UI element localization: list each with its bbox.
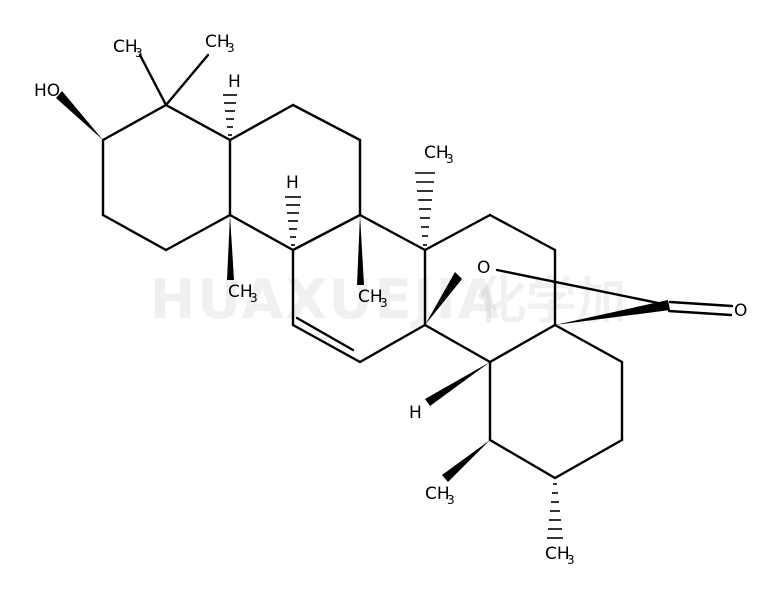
hydrogen-label: H bbox=[409, 403, 422, 423]
gem-dimethyl bbox=[138, 53, 210, 107]
ch3-wedge-ring-b bbox=[357, 215, 364, 285]
methyl-subscript: 3 bbox=[567, 553, 575, 567]
h-hash-ring-b bbox=[285, 196, 301, 246]
methyl-subscript: 3 bbox=[447, 493, 455, 507]
ring-b bbox=[228, 103, 362, 252]
stereo-bonds bbox=[56, 91, 563, 539]
methyl-subscript: 3 bbox=[250, 291, 258, 305]
ring-oxygen-label: O bbox=[477, 258, 490, 278]
methyl-subscript: 3 bbox=[446, 152, 454, 166]
methyl-subscript: 3 bbox=[135, 46, 143, 60]
ch3-wedge-ring-a bbox=[227, 215, 234, 280]
ring-d bbox=[423, 213, 557, 364]
oh-wedge bbox=[56, 91, 103, 140]
methyl-subscript: 3 bbox=[380, 296, 388, 310]
h-hash-ring-a bbox=[223, 94, 237, 136]
atom-labels: HO CH 3 CH 3 H H CH 3 CH 3 CH 3 O O H CH… bbox=[34, 32, 747, 567]
methyl-label: CH bbox=[545, 544, 570, 564]
lactone-bridge bbox=[425, 268, 734, 325]
hydroxyl-label: HO bbox=[34, 81, 60, 101]
carbonyl-oxygen-label: O bbox=[734, 301, 747, 321]
o-wedge bbox=[425, 272, 462, 325]
ring-a bbox=[101, 103, 232, 252]
methyl-label: CH bbox=[113, 37, 138, 57]
methyl-label: CH bbox=[424, 143, 449, 163]
ch3-hash-ring-d bbox=[415, 172, 435, 246]
watermark-latin: HUAXUEJIA bbox=[150, 268, 502, 331]
methyl-label: CH bbox=[228, 282, 253, 302]
methyl-subscript: 3 bbox=[227, 41, 235, 55]
ch3-hash-ring-e-right bbox=[547, 483, 563, 539]
carbonyl-wedge bbox=[555, 300, 670, 325]
methyl-label: CH bbox=[358, 287, 383, 307]
hydrogen-label: H bbox=[228, 72, 241, 92]
hydrogen-label: H bbox=[286, 173, 299, 193]
ring-e bbox=[488, 323, 624, 480]
ch3-wedge-ring-e-left bbox=[442, 440, 490, 482]
h-wedge-ring-e bbox=[425, 362, 490, 406]
methyl-label: CH bbox=[205, 32, 230, 52]
methyl-label: CH bbox=[425, 484, 450, 504]
ring-c bbox=[291, 213, 427, 364]
